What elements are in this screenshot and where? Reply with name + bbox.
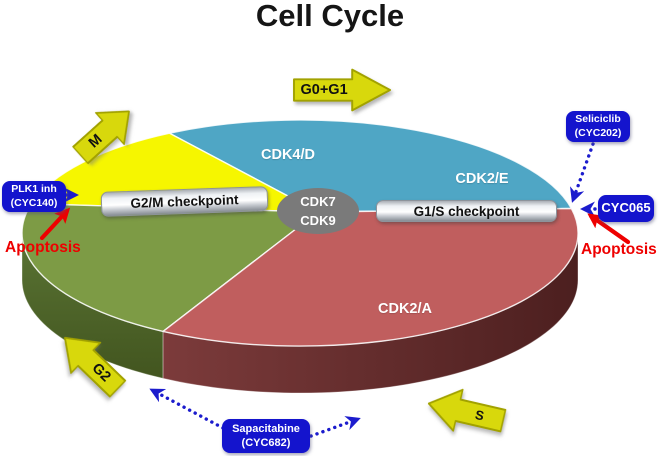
figure-title: Cell Cycle — [255, 0, 405, 33]
drug-box-plk1: PLK1 inh (CYC140) — [2, 181, 66, 212]
block-arrow-icon — [72, 110, 130, 165]
g2m-checkpoint-label: G2/M checkpoint — [130, 192, 239, 211]
drug-box-cyc065: CYC065 — [598, 195, 654, 222]
arrow-apoptosis-right — [587, 213, 631, 245]
pie-slice-g0-g1 — [168, 119, 573, 213]
slice-label-cdk4d: CDK4/D — [261, 147, 315, 163]
phase-arrow-g2: G2 — [49, 321, 133, 404]
drug-seliciclib-line1: Seliciclib — [575, 112, 621, 125]
slice-label-cdk2a: CDK2/A — [378, 301, 432, 317]
g1s-checkpoint-pill: G1/S checkpoint — [376, 200, 557, 222]
block-arrow-icon — [64, 336, 127, 398]
pie-slice-s — [162, 207, 579, 347]
hub-cdk7-cdk9: CDK7 CDK9 — [277, 188, 359, 234]
slice-label-cdk2e: CDK2/E — [455, 171, 509, 187]
drug-plk1-line2: (CYC140) — [10, 196, 58, 209]
drug-box-sapacitabine: Sapacitabine (CYC682) — [222, 419, 310, 453]
drug-box-seliciclib: Seliciclib (CYC202) — [566, 111, 630, 142]
phase-arrow-s: S — [423, 382, 508, 442]
g1s-checkpoint-label: G1/S checkpoint — [413, 203, 520, 219]
block-arrow-icon — [293, 68, 391, 112]
drug-sapacitabine-line2: (CYC682) — [241, 437, 291, 449]
pie-slice-g2 — [21, 203, 319, 333]
hub-line1: CDK7 — [300, 193, 336, 209]
phase-arrow-g0g1: G0+G1 — [293, 68, 391, 112]
drug-plk1-line1: PLK1 inh — [11, 182, 57, 195]
apoptosis-label-left: Apoptosis — [5, 239, 81, 256]
apoptosis-label-right: Apoptosis — [581, 241, 657, 258]
arrow-apoptosis-left — [39, 207, 71, 241]
hub-line2: CDK9 — [300, 213, 336, 228]
phase-arrow-m: M — [66, 95, 144, 172]
block-arrow-icon — [427, 388, 507, 433]
drug-cyc065-line1: CYC065 — [601, 200, 651, 216]
arrow-sapacitabine-left — [149, 388, 225, 430]
phase-arrow-g0g1-label: G0+G1 — [300, 82, 348, 98]
arrow-sapacitabine-right — [309, 416, 361, 438]
drug-sapacitabine-line1: Sapacitabine — [232, 422, 300, 435]
drug-seliciclib-line2: (CYC202) — [574, 126, 622, 139]
arrow-seliciclib-to-checkpoint — [570, 142, 595, 203]
